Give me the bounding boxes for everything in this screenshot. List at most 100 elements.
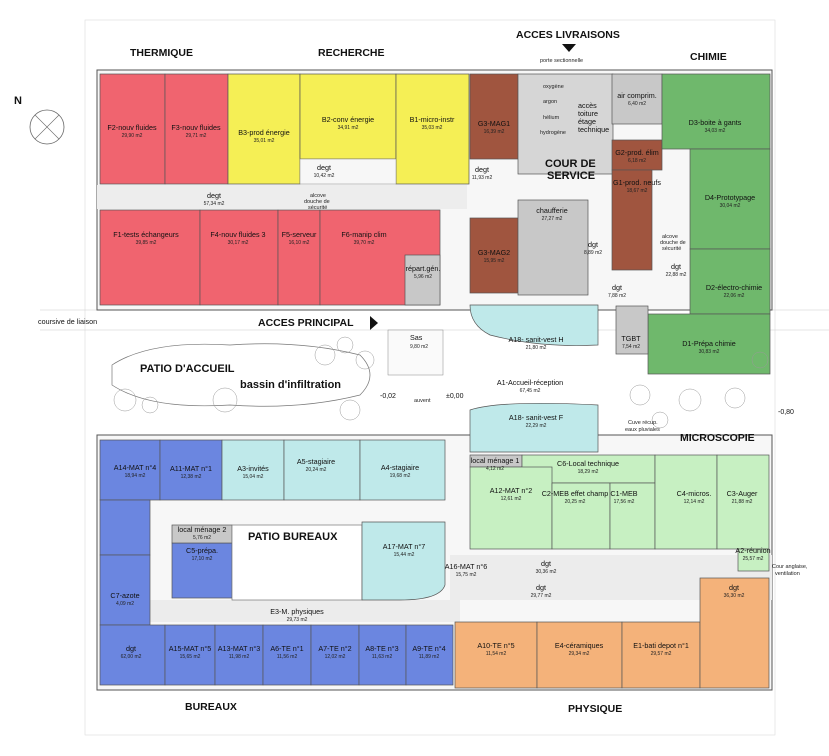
room-area: 15,04 m2	[243, 474, 264, 480]
cour-service-label-2: SERVICE	[547, 170, 595, 182]
room-D2	[689, 248, 771, 315]
room-name: A8-TE n°3	[365, 644, 398, 653]
room-area: 35,01 m2	[254, 138, 275, 144]
room-area: 12,02 m2	[325, 654, 346, 660]
room-area: 12,14 m2	[684, 499, 705, 505]
room-C2	[469, 466, 553, 550]
bassin-label: bassin d'infiltration	[240, 379, 341, 391]
room-name: A16-MAT n°6	[445, 562, 488, 571]
room-area: 5,96 m2	[414, 274, 432, 280]
room-area: 27,27 m2	[542, 216, 563, 222]
room-name: G3-MAG2	[478, 248, 510, 257]
room-name: A6-TE n°1	[270, 644, 303, 653]
alcove-label: douche de	[304, 199, 330, 205]
patio-bureaux	[231, 524, 363, 601]
room-area: 18,29 m2	[578, 469, 599, 475]
level-label: -0,02	[380, 393, 396, 400]
room-area: 29,71 m2	[186, 133, 207, 139]
room-area: 21,80 m2	[526, 345, 547, 351]
room-C4	[609, 482, 656, 550]
room-G3-MAG2	[469, 217, 519, 294]
room-G3-MAG1	[469, 73, 519, 160]
room-area: 17,56 m2	[614, 499, 635, 505]
room-area: 29,57 m2	[651, 651, 672, 657]
room-name: A13-MAT n°3	[218, 644, 261, 653]
room-area: 29,90 m2	[122, 133, 143, 139]
zone-microscopie: MICROSCOPIE	[680, 432, 755, 444]
room-name: A15-MAT n°5	[169, 644, 212, 653]
bassin-shape	[111, 343, 371, 407]
room-name: degt	[475, 165, 489, 174]
room-area: 11,93 m2	[472, 175, 493, 181]
room-name: A7-TE n°2	[318, 644, 351, 653]
room-area: 22,29 m2	[526, 423, 547, 429]
room-name: A17-MAT n°7	[383, 542, 426, 551]
room-name: B2-conv énergie	[322, 115, 374, 124]
room-name: A4-stagiaire	[381, 463, 419, 472]
patio-bureaux-label: PATIO BUREAUX	[248, 531, 338, 543]
room-area: 16,39 m2	[484, 129, 505, 135]
room-area: 25,57 m2	[743, 556, 764, 562]
room-name: A14-MAT n°4	[114, 463, 157, 472]
room-name: C3-Auger	[727, 489, 758, 498]
room-E1-1	[536, 621, 623, 689]
room-area: 18,67 m2	[627, 188, 648, 194]
room-B2	[299, 73, 397, 160]
room-area: 6,40 m2	[628, 101, 646, 107]
room-name: A10-TE n°5	[477, 641, 514, 650]
toit-label: accès	[578, 101, 597, 110]
room-area: 30,04 m2	[720, 203, 741, 209]
room-A2	[361, 521, 446, 601]
arrow-right-icon	[370, 316, 378, 330]
room-A11	[159, 439, 223, 501]
room-area: 15,65 m2	[180, 654, 201, 660]
room-area: 35,03 m2	[422, 125, 443, 131]
degt-small	[299, 158, 397, 185]
room-area: 7,88 m2	[608, 293, 626, 299]
room-C5	[716, 454, 770, 550]
room-name: A11-MAT n°1	[170, 464, 212, 473]
room-name: C5-prépa.	[186, 546, 218, 555]
room-name: E1-bati depot n°1	[633, 641, 689, 650]
alcove-label: alcove	[662, 234, 678, 240]
room-area: 15,44 m2	[394, 552, 415, 558]
room-name: G1-prod. neufs	[613, 178, 661, 187]
room-name: E3-M. physiques	[270, 607, 324, 616]
room-name: A18- sanit-vest H	[508, 335, 563, 344]
zone-acces-livraisons: ACCES LIVRAISONS	[516, 29, 620, 41]
room-name: F3-nouv fluides	[171, 123, 221, 132]
corridor	[97, 185, 467, 209]
room-name: E4-céramiques	[555, 641, 604, 650]
room-A18-H	[469, 304, 599, 346]
room-area: 36,30 m2	[724, 593, 745, 599]
room-area: 7,54 m2	[622, 344, 640, 350]
room-name: air comprim.	[617, 91, 657, 100]
room-area: 11,54 m2	[486, 651, 507, 657]
room-name: G3-MAG1	[478, 119, 510, 128]
room-area: 11,63 m2	[372, 654, 393, 660]
room-area: 30,36 m2	[536, 569, 557, 575]
room-name: F1-tests échangeurs	[113, 230, 179, 239]
room-A12	[99, 499, 151, 556]
room-name: G2-prod. élim	[615, 148, 659, 157]
tree-icons	[113, 336, 769, 429]
sas-label: Sas	[410, 333, 423, 342]
corridor	[150, 600, 460, 622]
porte-sectionnelle: porte sectionnelle	[540, 58, 583, 64]
room-name: chaufferie	[536, 206, 567, 215]
room-area: 62,00 m2	[121, 654, 142, 660]
site-frame	[84, 19, 776, 736]
room-name: degt	[317, 163, 331, 172]
alcove-label: sécurité	[662, 246, 681, 252]
room-area: 16,10 m2	[289, 240, 310, 246]
room-B3	[227, 73, 301, 185]
room-F4	[199, 209, 279, 306]
room-air-comprim	[611, 73, 663, 125]
arrow-down-icon	[562, 44, 576, 52]
room-name: D3-boite à gants	[689, 118, 742, 127]
gas-label: oxygène	[543, 84, 564, 90]
room-B1	[395, 73, 470, 185]
room-name: A2-réunion	[735, 546, 770, 555]
